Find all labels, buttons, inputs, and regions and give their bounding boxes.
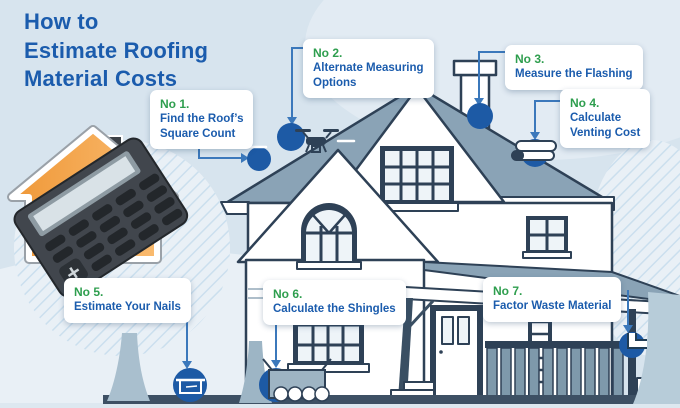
step-number: No 5. (74, 285, 104, 299)
left-eave-fascia (220, 201, 250, 215)
step-label: Square Count (160, 127, 236, 140)
logo-calculator (13, 137, 189, 298)
callout-step-3: No 3. Measure the Flashing (505, 45, 643, 90)
shingle-bundle-icon (262, 358, 332, 402)
nail-box-icon (176, 378, 205, 394)
porch-brace (408, 299, 435, 328)
step-label: Measure the Flashing (515, 68, 633, 80)
tree-trunk-right (633, 292, 680, 404)
connector-arrowheads (182, 98, 633, 369)
step-number: No 2. (313, 46, 343, 60)
arched-window (296, 203, 362, 270)
page-title: How to Estimate Roofing Material Costs (24, 8, 208, 94)
step-label: Alternate Measuring (313, 62, 424, 74)
step-number: No 1. (160, 97, 190, 111)
front-door (430, 305, 483, 397)
side-window (522, 216, 572, 259)
house-calculator-logo (7, 125, 189, 298)
marker-2 (277, 123, 305, 151)
callout-step-7: No 7. Factor Waste Material (483, 277, 622, 322)
step-number: No 4. (570, 96, 600, 110)
step-label: Calculate (570, 112, 622, 124)
downspout-elbow-icon (627, 333, 647, 349)
step-number: No 7. (493, 284, 523, 298)
step-label: Options (313, 76, 357, 89)
step-label: Calculate the Shingles (273, 303, 396, 315)
connector-4 (534, 100, 560, 132)
step-number: No 3. (515, 52, 545, 66)
connector-3 (478, 51, 505, 98)
title-line: How to (24, 9, 99, 34)
porch-post (398, 298, 413, 399)
tree-trunk-left (107, 333, 150, 401)
callout-step-4: No 4. Calculate Venting Cost (560, 89, 651, 149)
door-knob (439, 350, 443, 354)
step-number: No 6. (273, 287, 303, 301)
step-label: Find the Roof’s (160, 113, 244, 125)
calculator-display (33, 156, 136, 232)
callout-step-2: No 2. Alternate Measuring Options (303, 39, 434, 99)
step-label: Venting Cost (570, 126, 641, 139)
marker-3 (467, 103, 493, 129)
drone-icon (248, 129, 356, 153)
connector-2 (291, 47, 303, 117)
callout-step-6: No 6. Calculate the Shingles (263, 280, 406, 325)
title-line: Estimate Roofing (24, 37, 209, 63)
roof-vent-icon (511, 140, 557, 161)
foreground-strip (0, 403, 680, 408)
ground-line (103, 395, 680, 404)
callout-step-1: No 1. Find the Roof’s Square Count (150, 90, 254, 150)
step-label: Factor Waste Material (493, 300, 612, 312)
title-line: Material Costs (24, 66, 178, 92)
gable-window (375, 146, 459, 212)
step-label: Estimate Your Nails (74, 301, 181, 313)
marker-1 (247, 147, 271, 171)
callout-step-5: No 5. Estimate Your Nails (64, 278, 191, 323)
